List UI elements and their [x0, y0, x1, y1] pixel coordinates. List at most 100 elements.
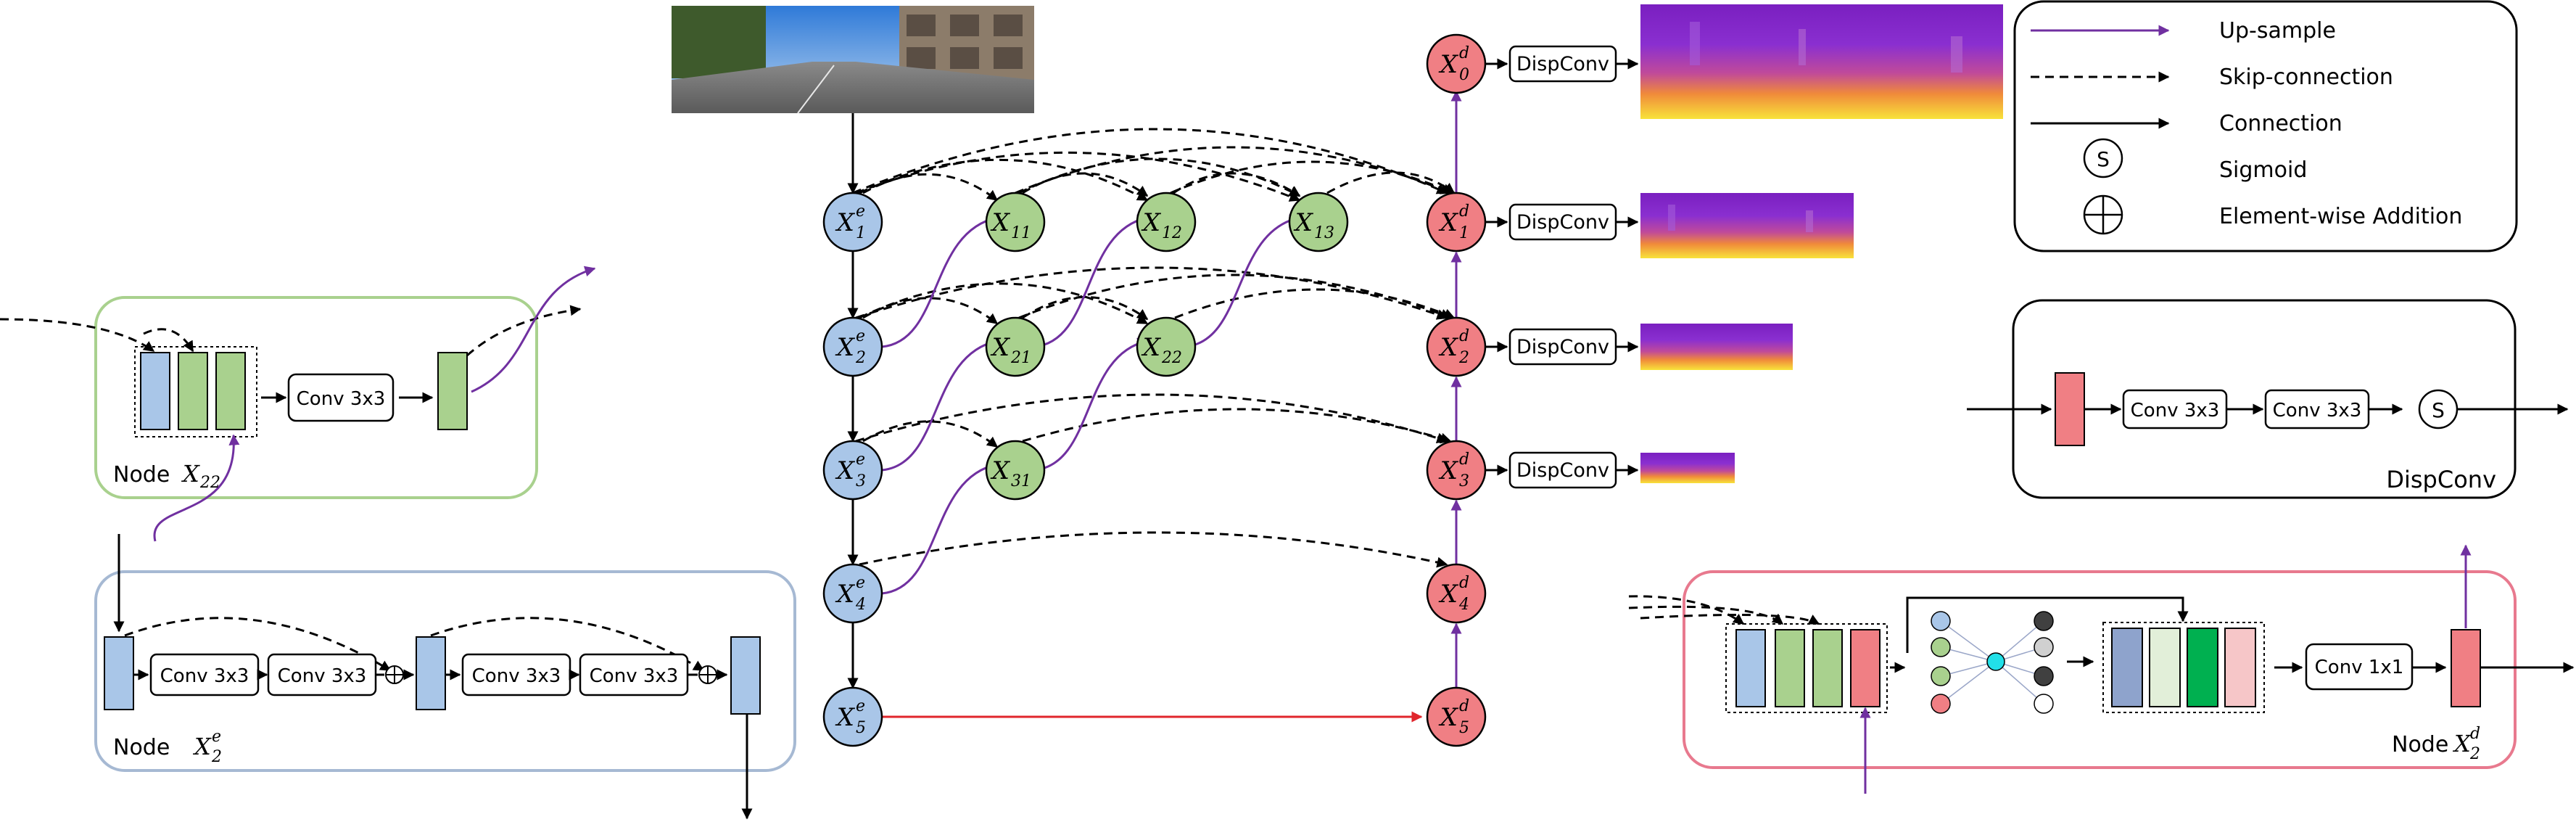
decoder-dispconv-column: DispConv DispConv DispConv DispConv: [1485, 45, 1639, 489]
svg-text:0: 0: [1459, 66, 1469, 84]
feature-block-encoder: [416, 636, 446, 710]
svg-text:X: X: [1438, 703, 1459, 732]
svg-text:e: e: [212, 728, 221, 746]
svg-text:X: X: [1438, 50, 1459, 79]
svg-text:5: 5: [1459, 719, 1469, 737]
svg-text:X: X: [1141, 208, 1162, 237]
dispconv-box-3: DispConv: [1485, 451, 1639, 489]
node-x2d-panel: Conv 1x1 Node X 2 d: [1628, 544, 2575, 794]
svg-text:e: e: [856, 697, 865, 715]
svg-text:X: X: [1438, 456, 1459, 485]
svg-text:Up-sample: Up-sample: [2219, 18, 2336, 44]
addition-icon: [2083, 194, 2123, 235]
svg-text:DispConv: DispConv: [2386, 466, 2496, 493]
svg-text:e: e: [856, 574, 865, 592]
svg-text:d: d: [1459, 44, 1469, 62]
feature-block-dense: [215, 352, 246, 430]
svg-text:X: X: [1293, 208, 1314, 237]
node-x22-panel: Conv 3x3 Node X 22: [0, 266, 596, 542]
feature-block-weighted: [2187, 628, 2218, 707]
svg-text:Node: Node: [113, 462, 170, 488]
svg-text:e: e: [856, 202, 865, 221]
svg-text:X: X: [1438, 580, 1459, 609]
svg-text:Element-wise Addition: Element-wise Addition: [2219, 204, 2462, 229]
input-street-photo: [672, 6, 1034, 114]
svg-text:4: 4: [1458, 596, 1469, 614]
svg-text:11: 11: [1011, 224, 1031, 242]
feature-block-encoder: [140, 352, 170, 430]
svg-text:X: X: [1141, 333, 1162, 362]
svg-text:X: X: [835, 208, 856, 237]
svg-text:3: 3: [1459, 472, 1469, 490]
svg-text:S: S: [2432, 398, 2445, 422]
legend-upsample: Up-sample: [2031, 18, 2336, 44]
depth-map-scale-2: [1640, 324, 1793, 370]
svg-text:Conv 3x3: Conv 3x3: [2273, 400, 2362, 422]
svg-text:31: 31: [1011, 472, 1031, 490]
legend-skip: Skip-connection: [2031, 65, 2393, 90]
svg-text:DispConv: DispConv: [1516, 459, 1609, 482]
svg-text:d: d: [2470, 725, 2480, 743]
svg-text:1: 1: [856, 224, 866, 242]
svg-text:S: S: [2097, 147, 2110, 171]
svg-text:22: 22: [1161, 349, 1182, 367]
depth-map-scale-0: [1640, 4, 2003, 119]
feature-block-weighted: [2149, 628, 2181, 707]
svg-text:Node: Node: [2392, 732, 2448, 757]
svg-text:Conv 3x3: Conv 3x3: [2131, 400, 2220, 422]
svg-text:X: X: [990, 333, 1011, 362]
svg-text:Conv 3x3: Conv 3x3: [590, 665, 679, 687]
svg-text:Conv 3x3: Conv 3x3: [160, 665, 249, 687]
svg-text:Node: Node: [113, 735, 183, 760]
legend: Up-sample Skip-connection Connection S S…: [2013, 0, 2518, 252]
feature-block-decoder: [2451, 629, 2481, 707]
svg-text:d: d: [1459, 451, 1469, 469]
svg-text:22: 22: [199, 474, 220, 492]
svg-text:d: d: [1459, 327, 1469, 345]
svg-text:Conv 3x3: Conv 3x3: [472, 665, 561, 687]
dispconv-box-0: DispConv: [1485, 45, 1639, 83]
skip-connections: [852, 128, 1456, 568]
svg-text:e: e: [856, 451, 865, 469]
svg-text:X: X: [990, 456, 1011, 485]
svg-text:X: X: [835, 703, 856, 732]
svg-text:X: X: [835, 580, 856, 609]
svg-text:X: X: [990, 208, 1011, 237]
svg-text:21: 21: [1010, 349, 1031, 367]
svg-text:X: X: [1438, 333, 1459, 362]
svg-text:Conv 3x3: Conv 3x3: [297, 388, 386, 410]
addition-icon: [385, 665, 404, 684]
svg-text:Conv 1x1: Conv 1x1: [2315, 657, 2404, 678]
depth-map-scale-1: [1640, 193, 1854, 258]
feature-block-dense: [1775, 629, 1805, 707]
feature-block-encoder: [104, 636, 134, 710]
depth-map-outputs: [1640, 4, 2003, 483]
svg-text:X: X: [1438, 208, 1459, 237]
legend-addition: Element-wise Addition: [2083, 194, 2462, 235]
svg-text:4: 4: [855, 596, 866, 614]
svg-text:X: X: [192, 733, 212, 760]
legend-sigmoid: S Sigmoid: [2083, 138, 2307, 183]
svg-text:1: 1: [1459, 224, 1469, 242]
feature-block-weighted: [2111, 628, 2143, 707]
svg-text:d: d: [1459, 574, 1469, 592]
svg-text:12: 12: [1162, 224, 1182, 242]
feature-block: [2055, 372, 2085, 446]
depth-map-scale-3: [1640, 453, 1735, 483]
svg-text:3: 3: [856, 472, 866, 490]
